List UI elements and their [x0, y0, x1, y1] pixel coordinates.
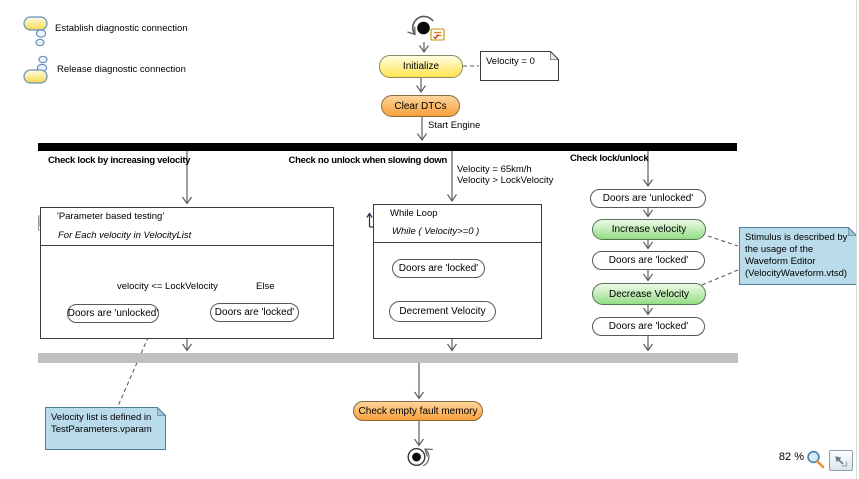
- foreach-box-header: [41, 208, 333, 246]
- node-check-empty-fault-memory[interactable]: Check empty fault memory: [353, 401, 483, 421]
- note-velocity-zero[interactable]: Velocity = 0: [480, 51, 559, 81]
- guard-velocity-65: Velocity = 65km/h: [457, 164, 532, 175]
- fork-bar[interactable]: [38, 143, 737, 151]
- node-doors-unlocked-left[interactable]: Doors are 'unlocked': [67, 304, 159, 323]
- legend-establish-label: Establish diagnostic connection: [55, 23, 188, 34]
- legend-release-label: Release diagnostic connection: [57, 64, 186, 75]
- join-bar[interactable]: [38, 353, 738, 363]
- diagnostic-connect-icon: [23, 16, 48, 47]
- guard-else-label: Else: [256, 281, 275, 292]
- diagnostic-disconnect-icon: [23, 55, 48, 84]
- while-box-condition: While ( Velocity>=0 ): [392, 226, 480, 237]
- start-engine-label: Start Engine: [428, 120, 481, 131]
- fit-to-window-button[interactable]: [829, 450, 853, 471]
- canvas-right-edge: [856, 0, 857, 479]
- note-fold-icon: [157, 407, 166, 416]
- node-decrement-velocity[interactable]: Decrement Velocity: [389, 301, 496, 322]
- note-velocity-zero-text: Velocity = 0: [486, 56, 535, 67]
- node-increase-velocity[interactable]: Increase velocity: [592, 219, 706, 240]
- node-doors-locked-right-1[interactable]: Doors are 'locked': [592, 251, 705, 270]
- note-fold-icon: [550, 51, 559, 60]
- note-velocity-list[interactable]: Velocity list is defined in TestParamete…: [45, 407, 166, 450]
- node-clear-dtcs[interactable]: Clear DTCs: [381, 95, 460, 117]
- foreach-box-condition: For Each velocity in VelocityList: [58, 230, 192, 241]
- node-doors-locked-left[interactable]: Doors are 'locked': [210, 303, 299, 322]
- node-doors-locked-right-2[interactable]: Doors are 'locked': [592, 317, 705, 336]
- while-box-header: [374, 205, 541, 243]
- foreach-box-title: 'Parameter based testing': [57, 211, 165, 222]
- node-doors-unlocked-right[interactable]: Doors are 'unlocked': [590, 189, 706, 208]
- zoom-level-label[interactable]: 82 %: [778, 451, 804, 463]
- note-stimulus[interactable]: Stimulus is described by the usage of th…: [739, 227, 857, 285]
- initial-node-icon[interactable]: [407, 15, 445, 41]
- note-fold-icon: [848, 227, 857, 236]
- guard-true-label: velocity <= LockVelocity: [117, 281, 218, 292]
- note-velocity-list-text: Velocity list is defined in TestParamete…: [51, 412, 152, 436]
- magnifier-icon[interactable]: [807, 450, 825, 469]
- while-box-title: While Loop: [390, 208, 438, 219]
- branch-middle-label: Check no unlock when slowing down: [288, 155, 448, 166]
- branch-right-label: Check lock/unlock: [570, 153, 649, 164]
- final-node-icon[interactable]: [407, 448, 433, 467]
- fit-to-window-icon: [835, 456, 848, 467]
- note-stimulus-text: Stimulus is described by the usage of th…: [745, 232, 848, 280]
- branch-left-label: Check lock by increasing velocity: [48, 155, 191, 166]
- node-doors-locked-while[interactable]: Doors are 'locked': [392, 259, 485, 278]
- node-decrease-velocity[interactable]: Decrease Velocity: [592, 283, 706, 305]
- node-initialize[interactable]: Initialize: [379, 55, 463, 78]
- guard-velocity-lock: Velocity > LockVelocity: [457, 175, 554, 186]
